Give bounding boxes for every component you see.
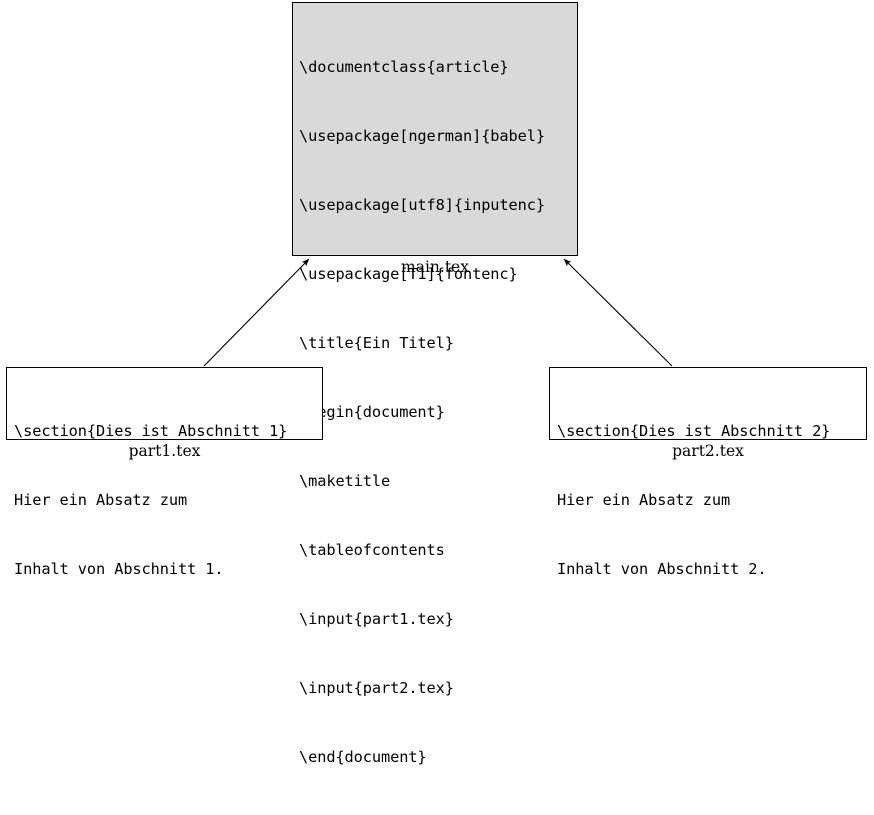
code-line: \maketitle	[299, 472, 391, 490]
code-line: \input{part1.tex}	[299, 610, 454, 628]
code-line: \title{Ein Titel}	[299, 334, 454, 352]
code-line: Hier ein Absatz zum	[14, 491, 188, 509]
code-line: \end{document}	[299, 748, 427, 766]
code-line: \section{Dies ist Abschnitt 2}	[557, 422, 831, 440]
code-line: \usepackage[ngerman]{babel}	[299, 127, 545, 145]
part1-tex-code-box: \section{Dies ist Abschnitt 1} Hier ein …	[6, 367, 323, 578]
main-tex-caption: main.tex	[401, 258, 469, 276]
code-line: Inhalt von Abschnitt 1.	[14, 560, 224, 578]
code-line: \documentclass{article}	[299, 58, 509, 76]
code-line: \input{part2.tex}	[299, 679, 454, 697]
code-line: Hier ein Absatz zum	[557, 491, 731, 509]
connector-part2-to-main	[563, 258, 673, 367]
code-line: \tableofcontents	[299, 541, 445, 559]
code-line: \section{Dies ist Abschnitt 1}	[14, 422, 288, 440]
main-tex-code-box: \documentclass{article} \usepackage[nger…	[292, 2, 578, 766]
code-line: \usepackage[utf8]{inputenc}	[299, 196, 545, 214]
code-line: \usepackage[T1]{fontenc}	[299, 265, 518, 283]
latex-file-structure-diagram: \documentclass{article} \usepackage[nger…	[6, 2, 867, 766]
code-line: Inhalt von Abschnitt 2.	[557, 560, 767, 578]
code-line: \begin{document}	[299, 403, 445, 421]
part1-tex-caption: part1.tex	[128, 442, 201, 460]
part2-tex-caption: part2.tex	[672, 442, 744, 460]
part2-tex-code-box: \section{Dies ist Abschnitt 2} Hier ein …	[549, 367, 867, 578]
